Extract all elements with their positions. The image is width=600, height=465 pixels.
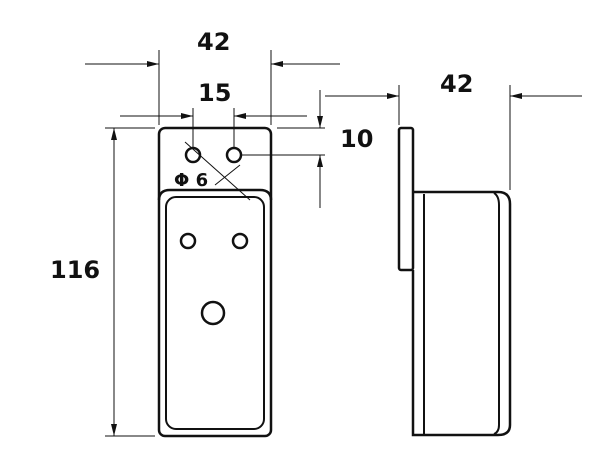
side-view [397,126,512,437]
dimension-hole-offset: 10 [242,90,373,208]
dimension-label: 42 [440,70,473,98]
mounting-bracket [397,126,415,272]
dimension-height: 116 [50,127,155,437]
housing-top-edge [157,188,273,201]
hole-diameter-label: Φ 6 [174,170,208,191]
screw-hole-left [179,232,197,250]
front-view: Φ 6 [157,126,273,438]
dimension-label: 116 [50,256,100,284]
housing-side [411,190,512,437]
front-outline [157,126,273,438]
mounting-hole-left [184,146,202,164]
dimension-label: 10 [340,125,373,153]
dimension-side-depth: 42 [325,70,582,190]
diameter-leader [184,141,251,201]
lens-outline [165,196,265,430]
dimension-front-width: 42 [85,28,340,125]
center-hole [200,300,226,326]
mounting-hole-right [225,146,243,164]
dimension-hole-spacing: 15 [120,79,307,148]
dimension-label: 15 [198,79,231,107]
diameter-leader [214,164,241,186]
screw-hole-right [231,232,249,250]
dimension-label: 42 [197,28,230,56]
